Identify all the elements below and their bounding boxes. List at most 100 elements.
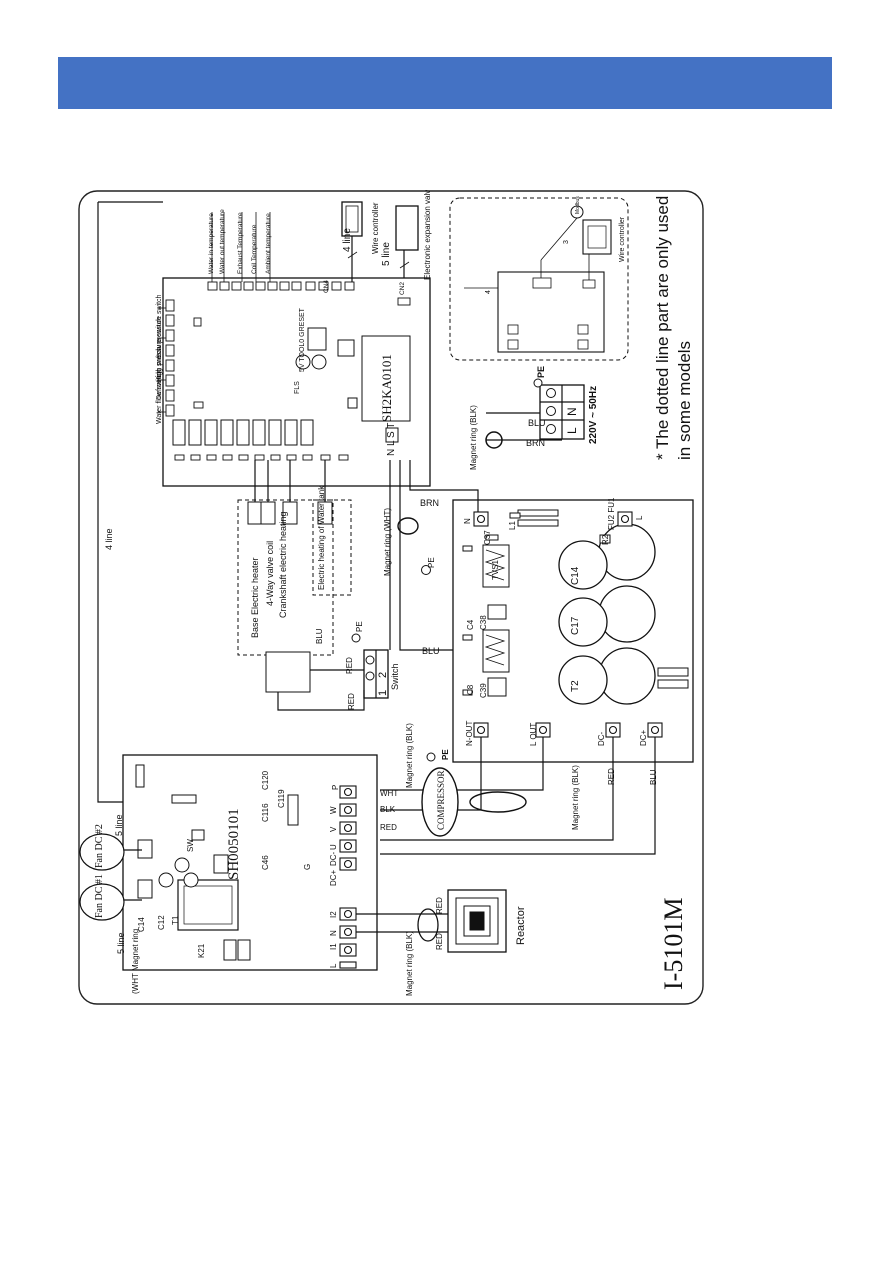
filter-terminal-dcplus: DC+ bbox=[639, 729, 648, 746]
reactor-magnet: Magnet ring (BLK) bbox=[405, 931, 414, 996]
header-banner bbox=[58, 57, 832, 109]
switch-terminal-1: 1 bbox=[377, 690, 389, 696]
inset-label-modbus: Modbus bbox=[575, 196, 581, 214]
input-label-defrost: Defrosting switch bbox=[156, 347, 163, 400]
filter-fu: FU2 FU1 bbox=[607, 497, 616, 530]
compressor: COMPRESSOR WHT BLK RED PE Magnet ring (B… bbox=[380, 723, 580, 837]
note-line-2: in some models bbox=[675, 341, 694, 460]
wire-controller-4-line: 4 line bbox=[342, 228, 353, 252]
filter-board: C14 C17 T2 C37 C38 C39 C4 C8 L1 R2 FU2 F… bbox=[421, 497, 694, 763]
driver-t1: T1 bbox=[171, 915, 180, 925]
driver-c119: C119 bbox=[277, 789, 286, 808]
input-label-low-pressure: Low pressure switch bbox=[156, 294, 163, 358]
load-section: Base Electric heater 4-Way valve coil Cr… bbox=[237, 460, 453, 711]
filter-c14: C14 bbox=[570, 566, 581, 585]
driver-term-l: L bbox=[329, 963, 338, 968]
expansion-valve-5-line: 5 line bbox=[381, 242, 392, 266]
mid-blu2: BLU bbox=[649, 769, 658, 785]
control-board-nlst: N L S T bbox=[386, 423, 397, 456]
load-label-crankshaft: Crankshaft electric heating bbox=[278, 511, 288, 618]
control-board-cn4: CN4 bbox=[323, 280, 330, 293]
sensor-label-ambient: Ambient temperature bbox=[265, 213, 272, 274]
power-brn: BRN bbox=[526, 438, 545, 448]
model-number: I-5101M bbox=[659, 898, 688, 990]
fan-magnet-wht: (WHT Magnet ring bbox=[131, 929, 140, 994]
reactor-label: Reactor bbox=[515, 906, 527, 945]
mid-4-line: 4 line bbox=[104, 528, 114, 550]
driver-g: G bbox=[303, 864, 312, 870]
reactor-wire-red-1: RED bbox=[435, 897, 444, 914]
filter-l1: L1 bbox=[508, 521, 517, 530]
input-label-water-flow: Water flow switch bbox=[156, 370, 163, 424]
mid-blu: BLU bbox=[422, 646, 440, 656]
driver-board-code: SH0050101 bbox=[226, 808, 242, 880]
inset-wire-controller: Wire controller bbox=[619, 216, 626, 262]
filter-terminal-l: L bbox=[635, 515, 644, 520]
driver-c116: C116 bbox=[261, 803, 270, 822]
reactor: Reactor RED RED Magnet ring (BLK) bbox=[356, 889, 527, 996]
filter-c17: C17 bbox=[570, 616, 581, 635]
mid-brn: BRN bbox=[420, 498, 439, 508]
driver-p: P bbox=[331, 785, 340, 790]
control-board: SH2KA0101 5V TOOL0 GRESET FLS CN2 CN4 N … bbox=[162, 277, 431, 487]
load-label-base-heater: Base Electric heater bbox=[250, 557, 260, 638]
filter-terminal-nout: N-OUT bbox=[465, 721, 474, 746]
power-supply-label: 220V ~ 50Hz bbox=[588, 386, 599, 444]
filter-c38: C38 bbox=[479, 615, 488, 630]
control-board-code: SH2KA0101 bbox=[379, 354, 394, 422]
power-blu: BLU bbox=[528, 418, 546, 428]
fan2-label: Fan DC #2 bbox=[94, 824, 105, 868]
sensor-label-coil: Coil Temperature bbox=[251, 224, 258, 274]
filter-terminal-lout: L OUT bbox=[529, 723, 538, 746]
power-terminal-l: L bbox=[565, 427, 579, 434]
load-label-4way-valve: 4-Way valve coil bbox=[265, 541, 275, 606]
model-note: * The dotted line part are only used in … bbox=[653, 196, 694, 460]
reactor-wire-red-2: RED bbox=[435, 933, 444, 950]
inset-label-4: 4 bbox=[485, 290, 492, 294]
power-magnet-blk: Magnet ring (BLK) bbox=[469, 405, 478, 470]
wiring-diagram: SH2KA0101 5V TOOL0 GRESET FLS CN2 CN4 N … bbox=[78, 190, 704, 1005]
driver-term-i1: I1 bbox=[329, 943, 338, 950]
fan1-label: Fan DC #1 bbox=[94, 874, 105, 918]
driver-term-dcplus: DC+ bbox=[329, 869, 338, 886]
fan1-line: 5 line bbox=[116, 932, 126, 954]
sensor-label-exhaust: Exhaust Temperature bbox=[237, 212, 244, 274]
compressor-magnet: Magnet ring (BLK) bbox=[405, 723, 414, 788]
driver-term-n: N bbox=[329, 930, 338, 936]
driver-term-i2: I2 bbox=[329, 911, 338, 918]
expansion-valve-label: Electronic expansion valve bbox=[423, 190, 432, 280]
driver-c12: C12 bbox=[157, 915, 166, 930]
inset-label-3: 3 bbox=[563, 240, 570, 244]
filter-c37: C37 bbox=[483, 530, 492, 545]
fan2-line: 5 line bbox=[114, 814, 124, 836]
load-label-water-tank: Electric heating of Water tank bbox=[317, 485, 326, 590]
control-board-reset-label: 5V TOOL0 GRESET bbox=[299, 307, 306, 372]
compressor-wire-red: RED bbox=[380, 823, 397, 832]
compressor-label: COMPRESSOR bbox=[436, 770, 446, 830]
switch-terminal-2: 2 bbox=[377, 672, 389, 678]
switch-pe: PE bbox=[355, 621, 364, 632]
sensor-label-water-out: Water out temperature bbox=[219, 209, 226, 274]
driver-term-v: V bbox=[329, 826, 338, 832]
fans: Fan DC #2 Fan DC #1 5 line 5 line (WHT M… bbox=[79, 814, 142, 994]
driver-k21: K21 bbox=[197, 943, 206, 958]
control-board-fls-label: FLS bbox=[294, 381, 301, 394]
power-terminal-block: L N PE 220V ~ 50Hz Magnet ring (BLK) BLU… bbox=[469, 366, 599, 470]
modbus-inset: Wire controller 3 4 Modbus bbox=[449, 196, 629, 361]
driver-term-dcminus: DC- bbox=[329, 851, 338, 866]
switch-wire-blu: BLU bbox=[315, 628, 324, 644]
compressor-wire-wht: WHT bbox=[380, 789, 398, 798]
filter-c8: C8 bbox=[466, 684, 475, 695]
sensor-labels: Water in temperature Water out temperatu… bbox=[208, 209, 272, 282]
driver-term-u: U bbox=[329, 844, 338, 850]
filter-pe: PE bbox=[427, 557, 436, 568]
compressor-wire-blk: BLK bbox=[380, 805, 396, 814]
sensor-label-water-in: Water in temperature bbox=[208, 213, 215, 274]
note-line-1: * The dotted line part are only used bbox=[653, 196, 672, 460]
filter-terminal-n: N bbox=[463, 518, 472, 524]
switch-wire-red-2: RED bbox=[347, 693, 356, 710]
compressor-magnet-right: Magnet ring (BLK) bbox=[571, 765, 580, 830]
filter-terminal-dcminus: DC- bbox=[597, 731, 606, 746]
input-label-high-pressure: High pressure switch bbox=[156, 317, 163, 382]
driver-sw: SW bbox=[186, 839, 195, 852]
